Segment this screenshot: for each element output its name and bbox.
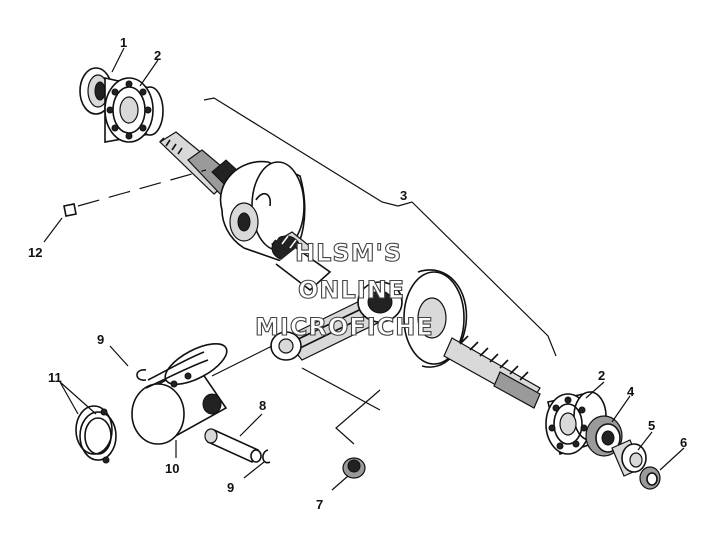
piston-pin <box>204 428 262 464</box>
circlip-bottom <box>262 449 271 464</box>
piston <box>131 343 273 445</box>
callout-2-right: 2 <box>598 368 605 383</box>
callout-9-top: 9 <box>97 332 104 347</box>
watermark: HLSM'S ONLINE MICROFICHE <box>254 238 434 341</box>
oil-seal-right <box>585 415 623 457</box>
crankshaft-right-half <box>403 269 541 409</box>
callout-11: 11 <box>48 370 62 385</box>
washer <box>639 466 661 490</box>
collar <box>611 439 647 477</box>
watermark-line-3: MICROFICHE <box>255 313 434 341</box>
watermark-line-1: HLSM'S <box>295 239 402 267</box>
woodruff-key <box>63 169 207 217</box>
connecting-rod <box>270 281 403 361</box>
callout-3: 3 <box>400 188 407 203</box>
circlip-top <box>136 369 147 381</box>
callout-5: 5 <box>648 418 655 433</box>
callouts: 1 2 2 3 4 5 6 7 8 9 9 10 11 12 <box>28 35 687 512</box>
callout-8: 8 <box>259 398 266 413</box>
callout-9-bottom: 9 <box>227 480 234 495</box>
callout-2-top: 2 <box>154 48 161 63</box>
piston-rings <box>75 405 117 464</box>
callout-7: 7 <box>316 497 323 512</box>
callout-1: 1 <box>120 35 127 50</box>
leader-lines <box>43 47 685 491</box>
callout-10: 10 <box>165 461 179 476</box>
callout-4: 4 <box>627 384 635 399</box>
crank-pin <box>270 231 332 292</box>
assembly-bracket <box>203 97 557 357</box>
bearing-top <box>104 77 164 143</box>
callout-6: 6 <box>680 435 687 450</box>
callout-12: 12 <box>28 245 42 260</box>
watermark-line-2: ONLINE <box>298 276 405 304</box>
needle-bearing <box>301 367 381 479</box>
